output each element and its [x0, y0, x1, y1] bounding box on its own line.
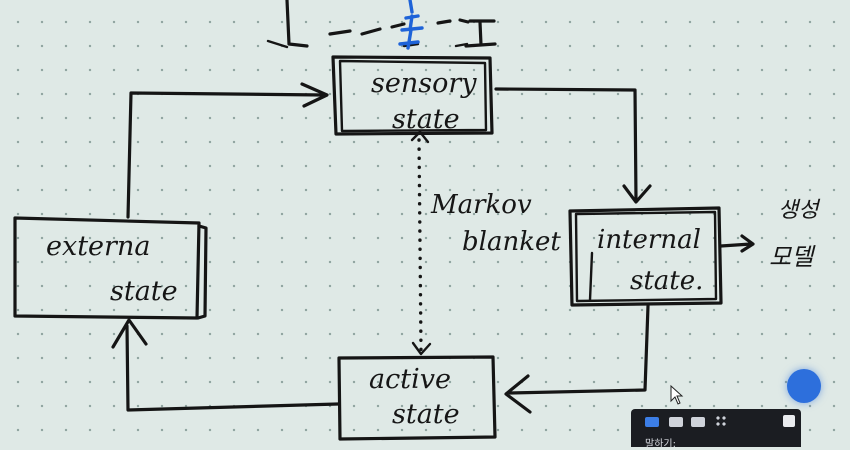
external-state-line1: externa	[46, 231, 150, 262]
internal-state-line2: state.	[630, 266, 703, 296]
bottom-toolbar: 말하기:	[631, 409, 801, 450]
toolbar-split-icon[interactable]	[691, 417, 705, 427]
mouse-cursor	[670, 384, 684, 405]
active-state-line1: active	[369, 364, 451, 395]
edge-sensory-to-internal	[494, 87, 652, 204]
floating-action-button[interactable]	[787, 369, 821, 403]
toolbar-window-icon[interactable]	[669, 417, 683, 427]
markov-label-line1: Markov	[430, 190, 532, 220]
toolbar-speak-label: 말하기:	[645, 439, 676, 450]
korean-note-line1: 생성	[778, 198, 821, 223]
korean-note-line2: 모델	[769, 243, 816, 271]
internal-state-node: internal state.	[568, 206, 723, 307]
sensory-state-node: sensory state	[331, 55, 494, 136]
active-state-node: active state	[337, 355, 497, 441]
edge-external-to-sensory	[126, 82, 329, 219]
sensory-state-line2: state	[392, 104, 460, 135]
top-partial-strokes	[266, 0, 497, 49]
external-state-line2: state	[110, 276, 178, 307]
edge-active-to-external	[111, 318, 340, 412]
external-state-node: externa state	[13, 216, 208, 320]
edge-internal-to-active	[504, 304, 650, 414]
toolbar-grid-icon[interactable]	[715, 415, 727, 427]
internal-state-line1: internal	[597, 225, 701, 255]
sensory-state-line1: sensory	[371, 68, 477, 99]
toolbar-layout-icon[interactable]	[645, 417, 659, 427]
markov-blanket-line	[410, 130, 432, 356]
edge-internal-to-note	[719, 234, 755, 253]
markov-label-line2: blanket	[462, 227, 561, 257]
toolbar-close-icon[interactable]	[783, 415, 795, 427]
active-state-line2: state	[392, 399, 460, 430]
blue-highlight-marks	[398, 0, 424, 50]
